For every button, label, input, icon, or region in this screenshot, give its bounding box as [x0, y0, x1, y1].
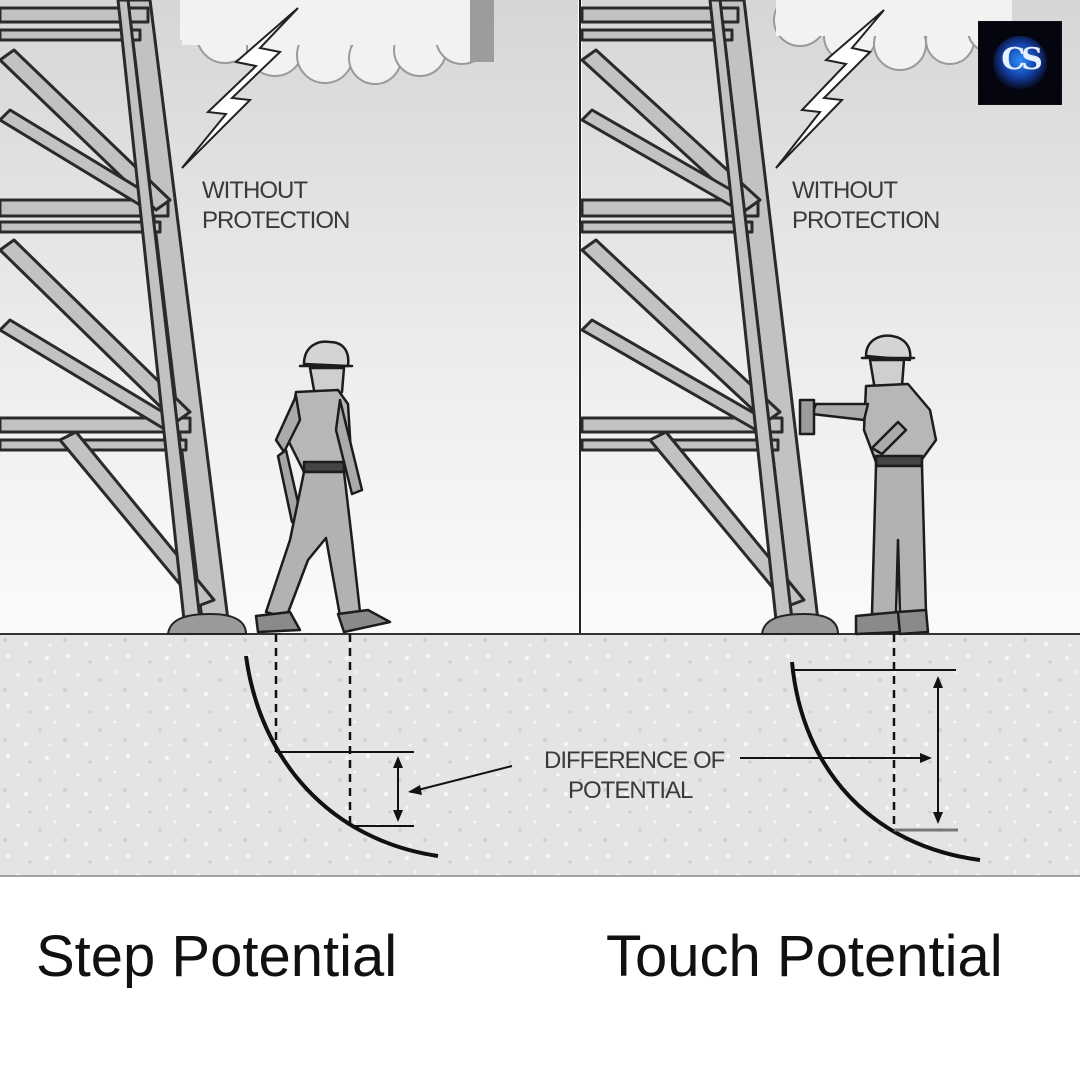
- pointer-left-head: [408, 785, 422, 795]
- potential-curve-left: [244, 655, 439, 858]
- transmission-tower-right: [580, 0, 820, 622]
- lightning-bolt-left-icon: [181, 7, 299, 169]
- pointer-left: [409, 765, 513, 793]
- logo-text: CS: [1001, 42, 1043, 77]
- lightning-bolt-right-icon: [775, 9, 885, 169]
- worker-touching-tower: [798, 334, 938, 636]
- sky-label-right-line1: WITHOUT: [792, 177, 898, 204]
- cs-logo-icon: CS: [978, 21, 1062, 105]
- cloud-left: [180, 0, 492, 85]
- touch-arrow-up-head: [933, 676, 943, 688]
- cloud-shadow-left: [470, 0, 494, 62]
- caption-step-potential: Step Potential: [36, 924, 398, 989]
- logo-glow: [993, 36, 1047, 90]
- tower-foot-right: [760, 612, 840, 635]
- sky-label-left-line2: PROTECTION: [202, 207, 349, 234]
- step-arrow-up-head: [393, 756, 403, 768]
- sky-label-right-line2: PROTECTION: [792, 207, 939, 234]
- transmission-tower-left: [0, 0, 230, 622]
- sky-label-left-line1: WITHOUT: [202, 177, 308, 204]
- caption-touch-potential: Touch Potential: [606, 924, 1003, 989]
- difference-label-line1: DIFFERENCE OF: [544, 747, 725, 774]
- step-arrow-down-head: [393, 810, 403, 822]
- pointer-right-head: [920, 753, 932, 763]
- difference-label-line2: POTENTIAL: [568, 777, 693, 804]
- potential-curve-right: [790, 661, 981, 862]
- tower-foot-left: [166, 612, 248, 635]
- touch-arrow-down-head: [933, 812, 943, 824]
- sky-left: [0, 0, 578, 634]
- grounding-diagram: WITHOUT PROTECTION DIFFERENCE OF POTENTI…: [0, 0, 1080, 877]
- cloud-right: [773, 0, 1013, 71]
- worker-walking: [254, 340, 392, 634]
